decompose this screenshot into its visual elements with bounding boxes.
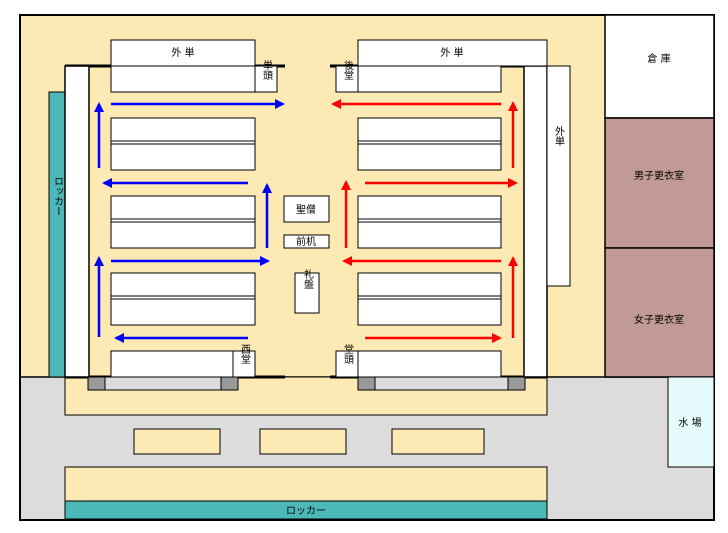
mens-dressing-room (604, 117, 715, 249)
raiban-mat (294, 272, 320, 314)
seido-label: 西堂 (239, 344, 251, 364)
platform-top-right (357, 65, 502, 93)
womens-dressing-room (604, 247, 715, 378)
front-step-right (374, 376, 509, 391)
front-step-left (104, 376, 222, 391)
outer-platform-top-left (110, 39, 256, 67)
locker-bottom-label: ロッカー (286, 505, 326, 517)
outer-platform-top-right (357, 39, 548, 67)
hall-left-wall (64, 65, 90, 378)
platform-right-row-1 (357, 117, 502, 171)
outer-platform-top-left-label: 外 単 (171, 46, 194, 59)
pillar-4 (507, 376, 526, 391)
maezukue-label: 前机 (296, 235, 316, 248)
water-area (667, 376, 715, 468)
pillar-3 (357, 376, 376, 391)
locker-left-label: ロッカー (52, 176, 63, 216)
bench-3 (391, 428, 485, 455)
doutou-label: 堂頭 (342, 344, 354, 365)
mens-dressing-room-label: 男子更衣室 (634, 169, 684, 182)
platform-bottom-right (357, 350, 502, 378)
hall-right-wall (523, 65, 548, 378)
platform-top-left (110, 65, 256, 93)
tantou-label: 単頭 (261, 59, 273, 81)
maezukue-desk (283, 234, 330, 249)
storage-room (604, 14, 715, 119)
platform-left-row-1 (110, 117, 256, 171)
pillar-2 (220, 376, 239, 391)
pillar-1 (87, 376, 106, 391)
seizo-label: 聖僧 (296, 203, 316, 216)
locker-bottom (64, 500, 548, 520)
outer-platform-right (546, 65, 571, 287)
godou-label: 後堂 (342, 59, 354, 80)
platform-bottom-left (110, 350, 256, 378)
seido-seat (232, 350, 256, 378)
circulation-arrows-right (331, 99, 518, 343)
outer-platform-right-label: 外単 (553, 126, 565, 147)
circulation-arrows-left (94, 99, 285, 343)
seizo-altar (283, 195, 330, 223)
platform-left-row-3 (110, 272, 256, 326)
bottom-counter (64, 466, 548, 502)
bench-2 (259, 428, 347, 455)
platform-left-row-2 (110, 195, 256, 249)
raiban-label: 礼盤 (302, 268, 314, 289)
platform-right-row-2 (357, 195, 502, 249)
outer-platform-top-right-label: 外 単 (440, 46, 463, 59)
tantou-seat (254, 65, 278, 93)
bench-1 (133, 428, 221, 455)
platform-right-row-3 (357, 272, 502, 326)
storage-room-label: 倉 庫 (647, 52, 670, 65)
locker-left (48, 91, 66, 378)
womens-dressing-room-label: 女子更衣室 (634, 313, 684, 326)
water-area-label: 水 場 (678, 416, 701, 429)
